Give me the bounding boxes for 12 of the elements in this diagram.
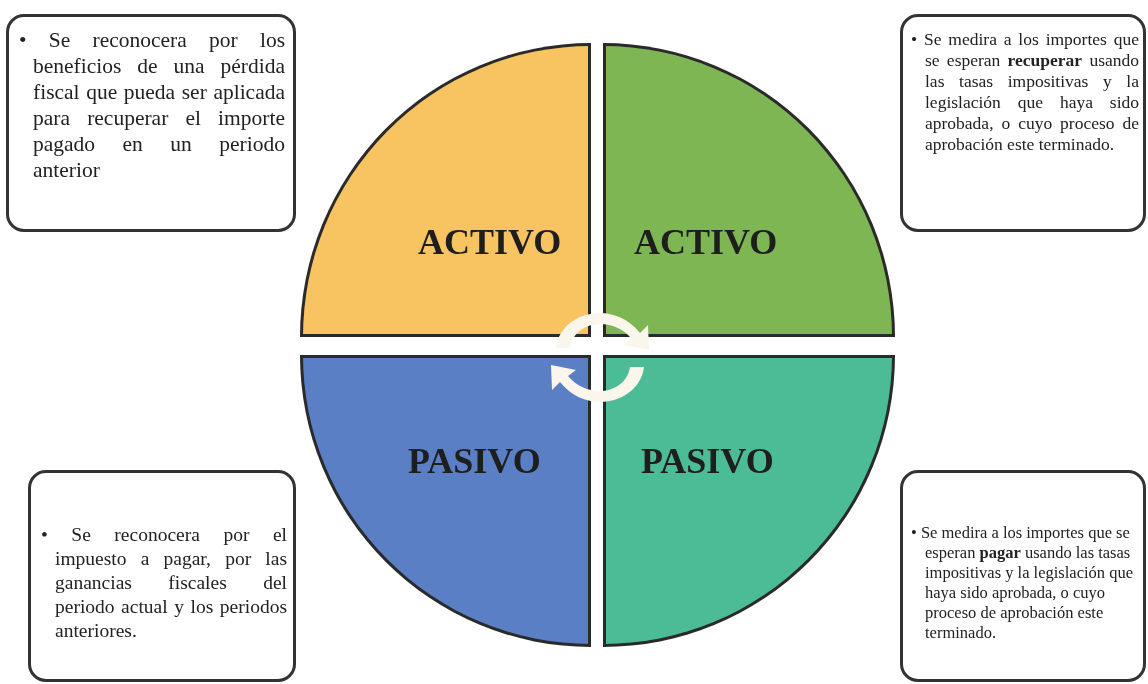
quadrant-label: ACTIVO <box>634 221 778 263</box>
callout-box <box>6 14 296 232</box>
bullet-text: • Se medira a los importes que se esperan recuperar usando las tasas impositivas y la legislación que haya sido aprobada, o cuyo proceso de aprobación este terminado. <box>911 29 1139 155</box>
bullet-text: • Se medira a los importes que se esperan pagar usando las tasas impositivas y la legislación que haya sido aprobada, o cuyo proceso de aprobación este terminado. <box>911 523 1135 643</box>
quadrant-label: PASIVO <box>641 440 774 482</box>
callout-box <box>900 14 1146 232</box>
bullet-text: • Se reconocera por el impuesto a pagar, por las ganancias fiscales del periodo actual y los periodos anteriores. <box>41 523 287 643</box>
callout-box <box>900 470 1146 682</box>
callout-box <box>28 470 296 682</box>
quadrant-label: ACTIVO <box>418 221 562 263</box>
quadrant-label: PASIVO <box>408 440 541 482</box>
bullet-text: • Se reconocera por los beneficios de una pérdida fiscal que pueda ser aplicada para recuperar el importe pagado en un periodo anterior <box>19 27 285 183</box>
